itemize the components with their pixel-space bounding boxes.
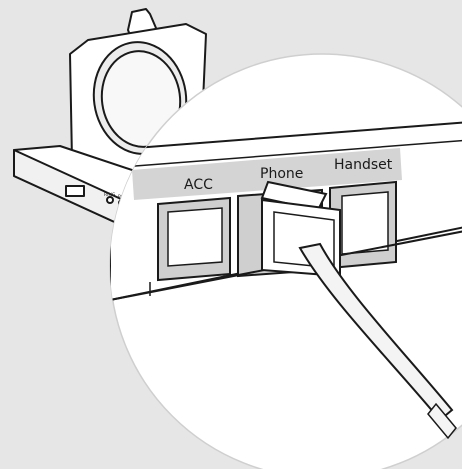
ring-label: RING xyxy=(104,192,116,198)
magnified-port-panel xyxy=(110,120,462,422)
cable-tail xyxy=(427,402,457,440)
acc-port-inner xyxy=(167,207,223,267)
usb-port xyxy=(65,185,85,197)
label-band xyxy=(132,148,402,200)
ring-button xyxy=(106,196,114,204)
handset-port-inner xyxy=(341,191,389,255)
acc-label: ACC xyxy=(184,177,213,193)
phone-label: Phone xyxy=(260,166,303,182)
handset-label: Handset xyxy=(334,157,393,173)
phone-cable xyxy=(298,242,454,422)
